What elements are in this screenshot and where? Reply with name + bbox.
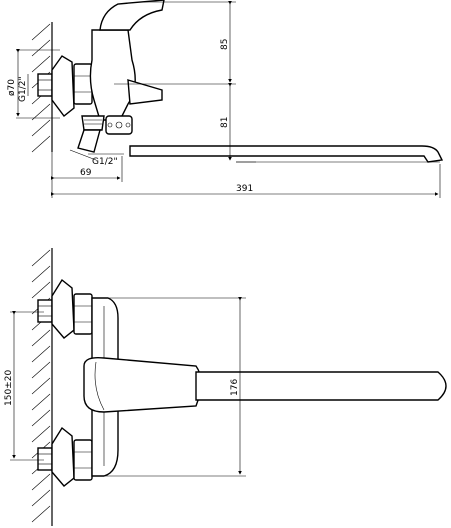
side-view <box>31 0 444 163</box>
spout-bottom <box>195 371 447 401</box>
handle-top <box>99 0 165 31</box>
dim-label-150: 150±20 <box>4 370 14 406</box>
top-plan-view <box>31 248 447 526</box>
escutcheon-top <box>51 55 75 117</box>
dim-label-85: 85 <box>220 39 230 50</box>
dim-label-thread-upper: G1/2" <box>18 76 28 102</box>
dim-label-176: 176 <box>230 379 240 396</box>
dim-label-thread-lower: G1/2" <box>92 157 118 167</box>
spout-top <box>129 145 444 163</box>
faucet-body-top <box>89 29 136 121</box>
wall-hatch-bottom <box>31 248 53 526</box>
shower-outlet <box>69 115 105 161</box>
dim-label-81: 81 <box>220 117 230 128</box>
wall-connector-top <box>37 73 53 97</box>
top-dimensions: 85 81 ø70 G1/2" G1/2" 69 391 <box>7 1 441 198</box>
dim-label-69: 69 <box>80 168 92 178</box>
wall-connector-lower <box>37 426 93 487</box>
diverter-lever <box>127 79 163 105</box>
wall-connector-upper <box>37 278 93 339</box>
hex-nut-top <box>73 63 93 105</box>
handle-bottom <box>83 356 202 413</box>
spout-joint <box>105 115 133 135</box>
dim-label-diameter: ø70 <box>7 79 17 96</box>
bottom-dimensions: 150±20 176 <box>4 297 246 477</box>
dim-label-391: 391 <box>236 184 253 194</box>
